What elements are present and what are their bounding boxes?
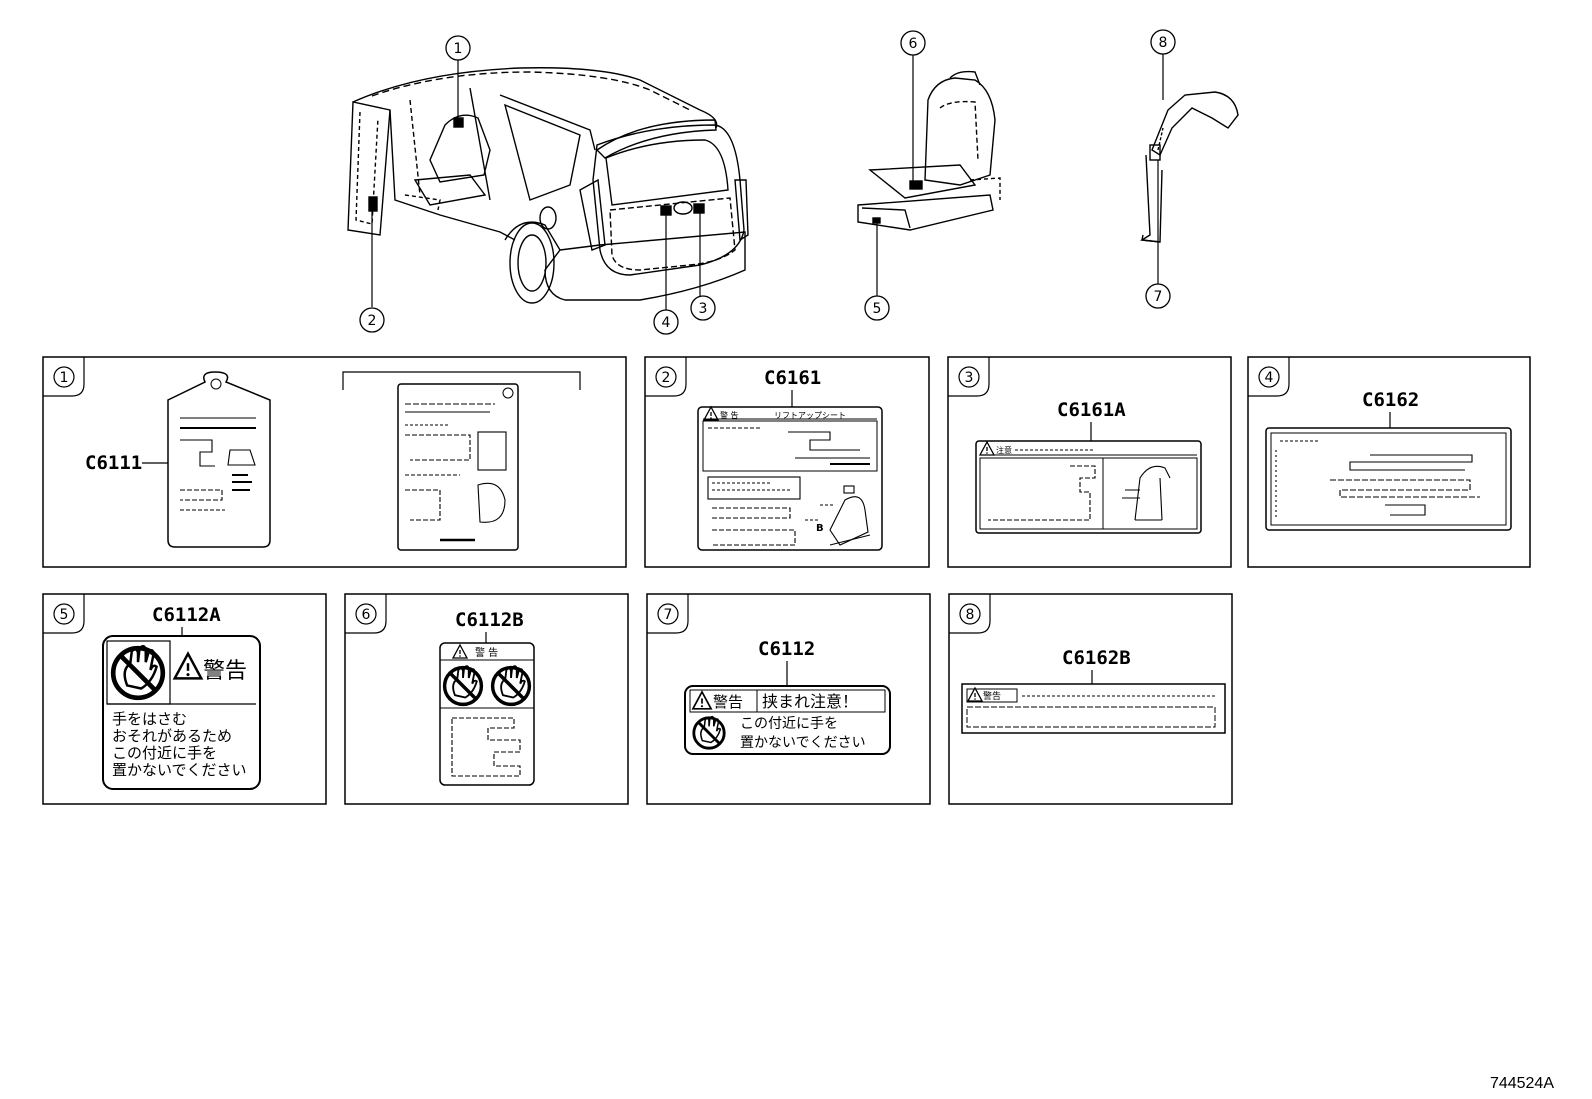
svg-text:2: 2: [662, 370, 671, 386]
svg-text:この付近に手を: この付近に手を: [740, 716, 838, 732]
callout-1: 1: [445, 35, 471, 61]
svg-text:7: 7: [1154, 289, 1163, 305]
callout-leaders: [371, 54, 1164, 310]
part-code-c6161: C6161: [764, 367, 821, 389]
callout-6: 6: [900, 30, 926, 56]
panel-4: 4 C6162: [1247, 356, 1531, 568]
svg-text:警 告: 警 告: [720, 410, 739, 420]
callout-5: 5: [864, 295, 890, 321]
panel-7: 7 C6112 警告 挟まれ注意！ この付近に手を 置かないでください: [646, 593, 931, 805]
svg-text:5: 5: [60, 607, 69, 623]
seat-illustration: [857, 70, 1001, 231]
callout-2: 2: [359, 307, 385, 333]
svg-text:警 告: 警 告: [475, 646, 498, 659]
svg-text:注意: 注意: [996, 445, 1012, 455]
svg-text:警告: 警告: [203, 659, 247, 684]
svg-text:1: 1: [454, 41, 463, 57]
svg-text:リフトアップシート: リフトアップシート: [774, 411, 846, 420]
label-location-3: [693, 203, 705, 214]
svg-text:6: 6: [909, 36, 918, 52]
svg-text:3: 3: [965, 370, 974, 386]
svg-text:手をはさむ: 手をはさむ: [112, 710, 187, 728]
part-code-c6161a: C6161A: [1057, 399, 1126, 421]
svg-text:5: 5: [873, 301, 882, 317]
svg-text:6: 6: [362, 607, 371, 623]
svg-text:挟まれ注意！: 挟まれ注意！: [762, 692, 858, 711]
panel-5: 5 C6112A 警告 手をはさむ おそれがあるため この付近に手を 置かないで…: [42, 593, 327, 805]
part-code-c6111: C6111: [85, 452, 142, 474]
svg-text:7: 7: [664, 607, 673, 623]
svg-text:8: 8: [1159, 35, 1168, 51]
label-location-2: [368, 196, 378, 212]
callout-7: 7: [1145, 283, 1171, 309]
svg-text:1: 1: [60, 370, 69, 386]
part-code-c6112b: C6112B: [455, 609, 524, 631]
callout-3: 3: [690, 295, 716, 321]
lift-arm-illustration: [1139, 91, 1239, 243]
panel-3: 3 C6161A 注意: [947, 356, 1232, 568]
svg-text:この付近に手を: この付近に手を: [112, 744, 217, 762]
svg-text:4: 4: [662, 315, 671, 331]
svg-text:おそれがあるため: おそれがあるため: [112, 727, 232, 745]
svg-text:2: 2: [368, 313, 377, 329]
callout-4: 4: [653, 309, 679, 335]
panel-2: 2 C6161 警 告 リフトアップシート B: [644, 356, 930, 568]
svg-text:置かないでください: 置かないでください: [112, 761, 247, 779]
part-code-c6112: C6112: [758, 638, 815, 660]
panel-1: 1 C6111: [42, 356, 627, 568]
svg-text:8: 8: [966, 607, 975, 623]
part-code-c6162: C6162: [1362, 389, 1419, 411]
svg-text:B: B: [816, 523, 824, 534]
part-code-c6112a: C6112A: [152, 604, 221, 626]
svg-text:4: 4: [1265, 370, 1274, 386]
svg-text:警告: 警告: [713, 693, 743, 711]
vehicle-illustration: [347, 67, 749, 304]
callout-8: 8: [1150, 29, 1176, 55]
svg-text:警告: 警告: [983, 690, 1001, 702]
panel-6: 6 C6112B 警 告: [344, 593, 629, 805]
panel-8: 8 C6162B 警告: [948, 593, 1233, 805]
figure-number: 744524A: [1490, 1075, 1554, 1092]
svg-text:置かないでください: 置かないでください: [740, 735, 866, 751]
svg-text:3: 3: [699, 301, 708, 317]
label-location-6: [909, 180, 923, 190]
part-code-c6162b: C6162B: [1062, 647, 1131, 669]
